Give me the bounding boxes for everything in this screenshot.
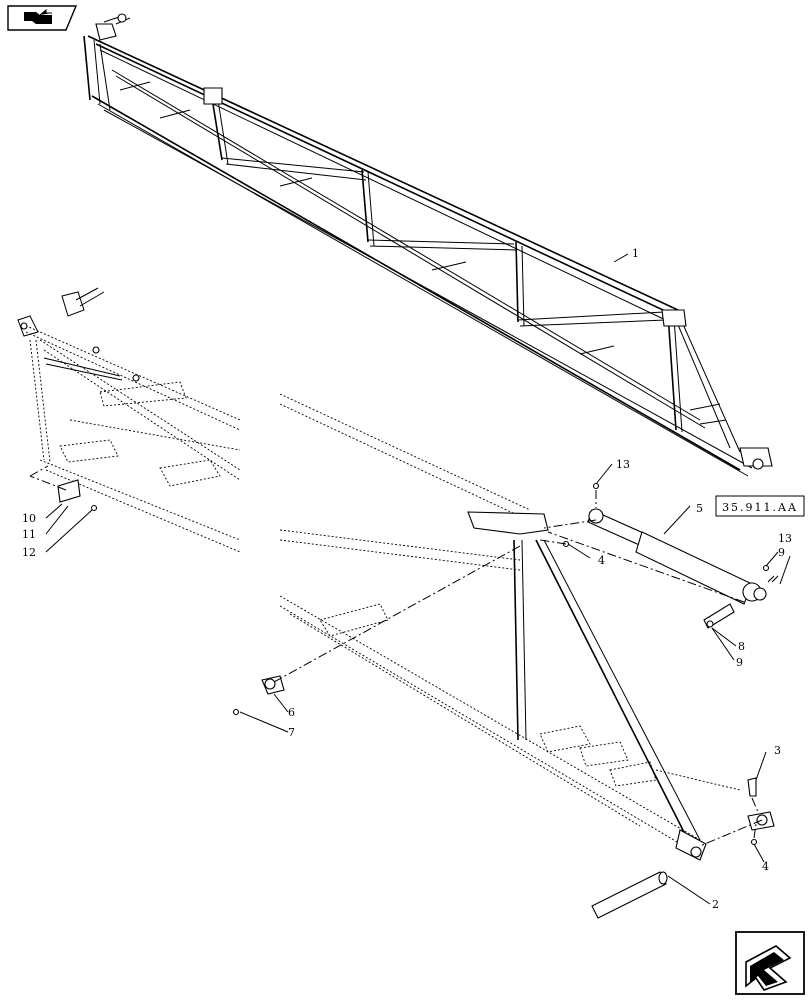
leader-lines: [45, 253, 791, 905]
boom-outer-section-detail: [279, 393, 741, 861]
callout-3: 3: [774, 744, 781, 757]
page-back-arrow-icon[interactable]: [7, 5, 78, 31]
callout-10: 10: [22, 512, 36, 525]
callout-9a: 9: [778, 546, 785, 559]
callout-12: 12: [22, 546, 36, 559]
callout-4b: 4: [762, 860, 769, 873]
hydraulic-cylinder: [587, 508, 767, 605]
callout-11: 11: [22, 528, 36, 541]
boom-section-main: [83, 13, 773, 477]
callout-6: 6: [288, 706, 295, 719]
small-hardware: [57, 479, 779, 846]
pivot-pin: [591, 871, 668, 919]
callout-5: 5: [696, 502, 703, 515]
next-page-arrow-icon[interactable]: [735, 931, 805, 995]
reference-label: 35.911.AA: [722, 501, 798, 514]
callout-13a: 13: [616, 458, 630, 471]
callout-2: 2: [712, 898, 719, 911]
callout-13b: 13: [778, 532, 792, 545]
boom-hinge-detail: [17, 287, 241, 553]
callout-1: 1: [632, 247, 639, 260]
reference-box[interactable]: 35.911.AA: [715, 495, 805, 517]
callout-4a: 4: [598, 554, 605, 567]
callout-7: 7: [288, 726, 295, 739]
assembly-lines: [29, 465, 763, 847]
callout-9b: 9: [736, 656, 743, 669]
callout-8: 8: [738, 640, 745, 653]
callout-labels: 1 2 3 4 4 5 6 7 8 9 9 10 11 12 13 13: [22, 247, 792, 911]
